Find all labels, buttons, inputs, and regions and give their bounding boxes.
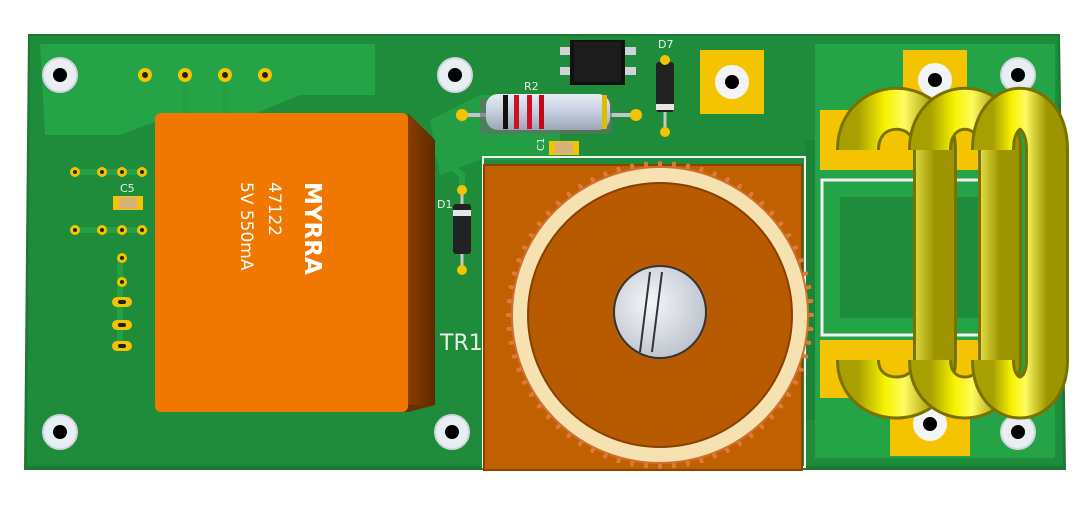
- pad-square: [700, 50, 764, 114]
- capacitor-c5: C5: [113, 182, 143, 210]
- air-coil: [836, 86, 1069, 420]
- mounting-hole: [42, 57, 78, 93]
- tr1-label: TR1: [439, 331, 483, 356]
- header-pads-top: [138, 68, 272, 82]
- transformer-rating: 5V 550mA: [236, 182, 256, 271]
- transformer-part-number: 47122: [264, 182, 284, 236]
- c5-label: C5: [120, 182, 135, 195]
- r2-label: R2: [524, 80, 539, 93]
- toroid-inductor: [483, 161, 814, 471]
- d7-label: D7: [658, 38, 673, 51]
- d1-label: D1: [437, 198, 452, 211]
- transformer-brand: MYRRA: [299, 182, 325, 275]
- diode-d7: D7: [656, 38, 674, 137]
- resistor-r2: R2: [456, 80, 642, 134]
- bridge-rectifier-ic: [560, 40, 636, 85]
- capacitor-c1: C1: [536, 138, 579, 155]
- mounting-hole: [1000, 414, 1036, 450]
- transformer-myrra: MYRRA 47122 5V 550mA: [155, 113, 435, 412]
- c1-label: C1: [536, 138, 547, 151]
- mounting-holes: [42, 57, 1036, 450]
- coil-turn: [971, 86, 1069, 420]
- transformer-body: [155, 113, 408, 412]
- coil-turn: [908, 86, 1022, 420]
- screw-head: [613, 265, 707, 359]
- coil-turn: [836, 86, 957, 420]
- diode-d1: D1: [437, 185, 471, 275]
- left-pads: [70, 167, 147, 351]
- mounting-hole: [437, 57, 473, 93]
- mounting-hole: [42, 414, 78, 450]
- mounting-hole: [434, 414, 470, 450]
